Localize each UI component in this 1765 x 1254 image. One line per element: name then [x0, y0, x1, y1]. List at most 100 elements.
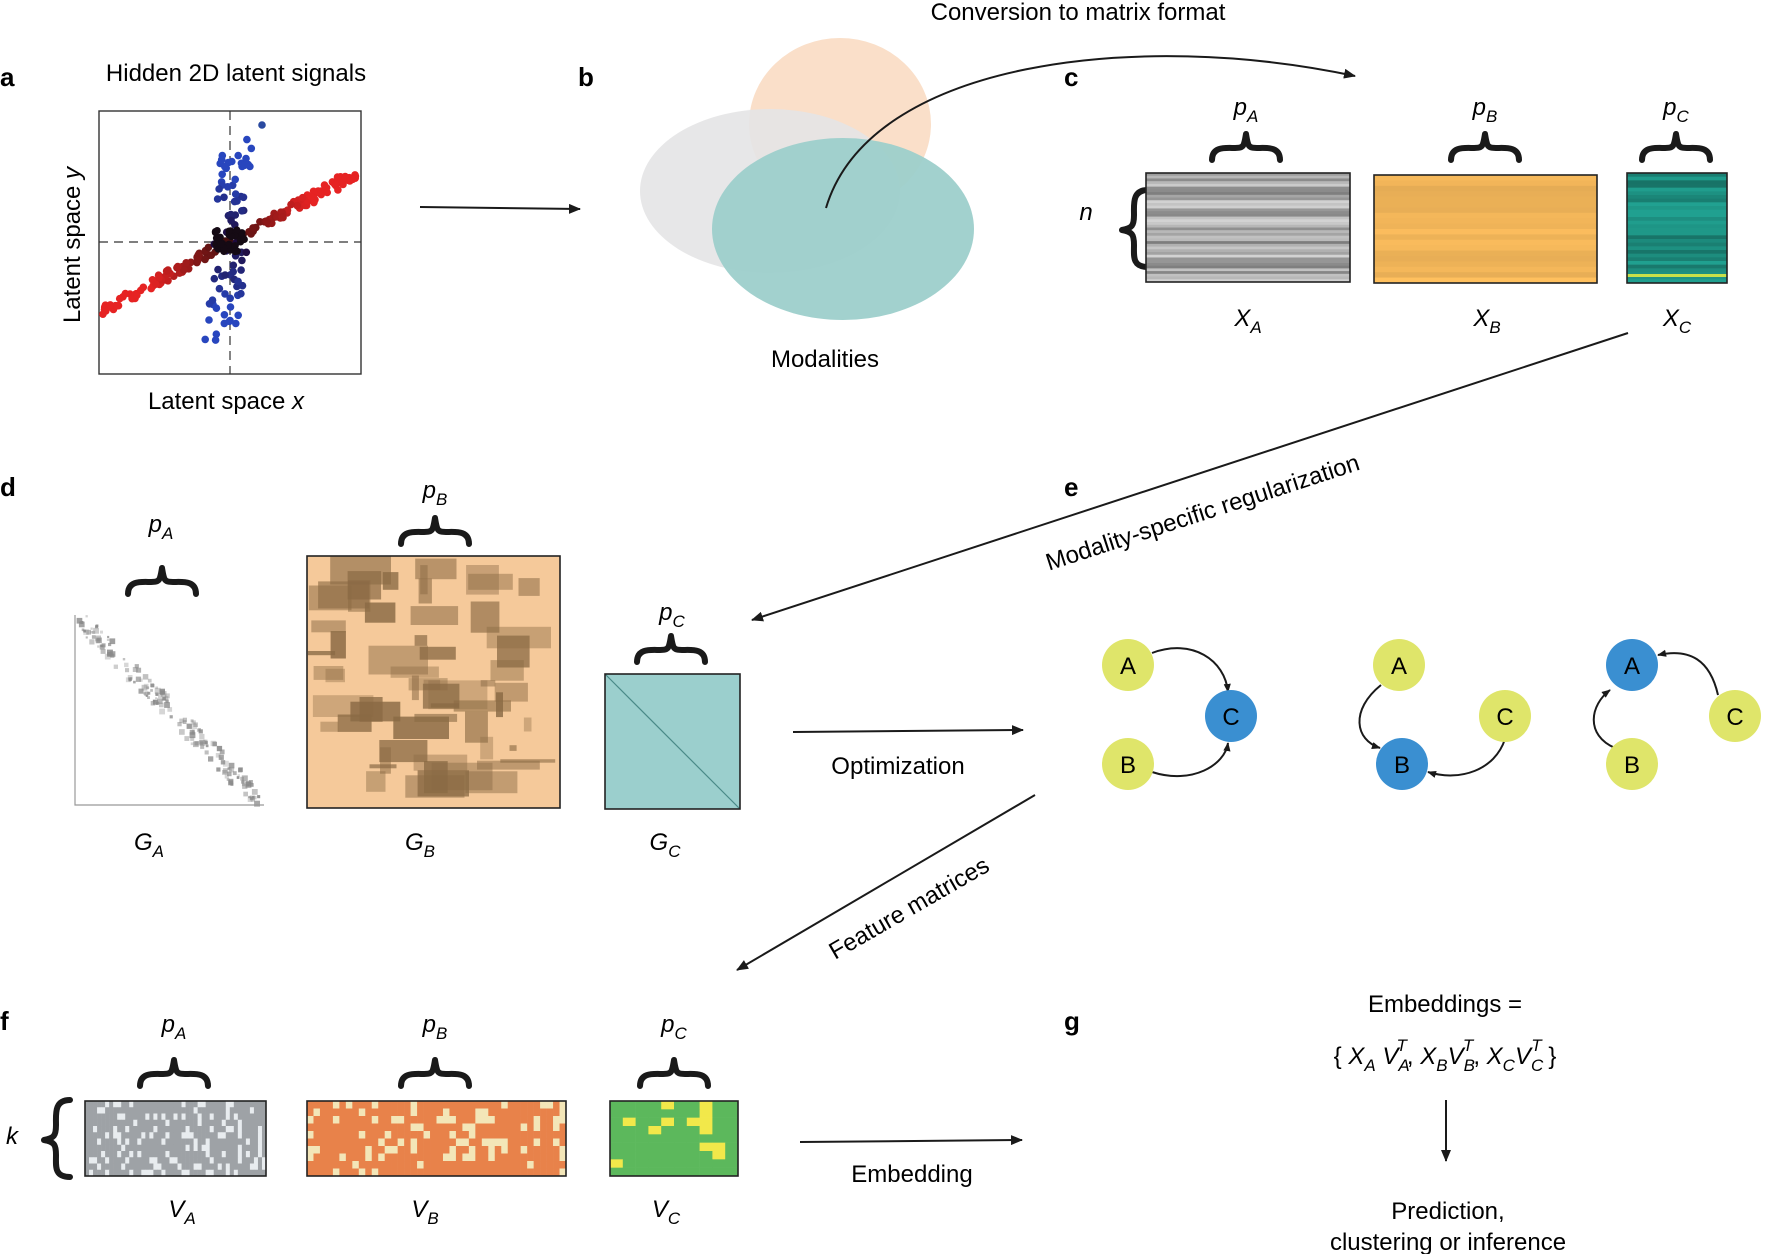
matrix-VB-cell — [352, 1123, 360, 1132]
matrix-VA-cell — [245, 1157, 251, 1164]
matrix-VB-cell — [345, 1161, 353, 1169]
matrix-GA-cell — [150, 701, 156, 706]
matrix-GA-cell — [90, 630, 93, 634]
col-brace-VC — [637, 1057, 711, 1089]
matrix-VB-cell — [494, 1116, 502, 1124]
matrix-VA-cell — [261, 1126, 267, 1133]
matrix-VA-cell — [85, 1138, 90, 1146]
matrix-VB-cell — [352, 1138, 360, 1147]
matrix-XA-row — [1146, 279, 1350, 283]
matrix-VB-cell — [520, 1168, 528, 1177]
matrix-GA-cell — [128, 677, 132, 681]
matrix-VC-cell — [725, 1134, 739, 1143]
matrix-VA-cell — [149, 1157, 154, 1164]
scatter-point-blue — [231, 190, 240, 198]
matrix-VA-cell — [109, 1113, 114, 1121]
matrix-VB-cell — [307, 1123, 314, 1132]
matrix-GA-cell — [125, 668, 130, 673]
matrix-VA-cell — [173, 1126, 178, 1133]
matrix-VA-cell — [137, 1169, 142, 1177]
matrix-VB-cell — [481, 1161, 489, 1169]
matrix-VA-cell — [161, 1138, 166, 1146]
matrix-GB-block — [418, 578, 432, 604]
scatter-point-red — [279, 213, 287, 222]
matrix-VA-cell — [141, 1107, 146, 1114]
matrix-VA-cell — [165, 1144, 170, 1152]
matrix-VB-cell — [559, 1138, 567, 1147]
matrix-VB-cell — [391, 1116, 398, 1124]
matrix-GA-cell — [236, 776, 240, 779]
matrix-VC-cell — [661, 1159, 675, 1168]
col-var-pA: pA — [1233, 94, 1259, 126]
matrix-VA-cell — [121, 1113, 126, 1121]
matrix-VB-cell — [352, 1116, 360, 1124]
matrix-GA-cell — [248, 795, 251, 799]
edge-A-to-B — [1358, 684, 1382, 749]
matrix-VB-cell — [319, 1153, 327, 1162]
matrix-VA-cell — [209, 1138, 215, 1146]
matrix-VA-cell — [113, 1113, 118, 1121]
matrix-label-VB: VB — [411, 1196, 438, 1228]
matrix-VB-cell — [481, 1146, 489, 1154]
matrix-GA-cell — [228, 780, 234, 786]
matrix-VA-cell — [181, 1138, 186, 1146]
scatter-point-red — [121, 289, 130, 298]
matrix-VB-cell — [410, 1101, 418, 1109]
matrix-VA-cell — [169, 1132, 174, 1139]
matrix-VB-cell — [391, 1131, 398, 1139]
matrix-VA-cell — [117, 1119, 122, 1127]
matrix-VA-cell — [133, 1107, 138, 1114]
matrix-VA-cell — [209, 1126, 215, 1133]
matrix-VA-cell — [197, 1113, 202, 1121]
matrix-VB-cell — [449, 1146, 457, 1154]
matrix-VA-cell — [125, 1163, 130, 1171]
matrix-VA-cell — [197, 1163, 202, 1171]
matrix-VB-cell — [404, 1123, 411, 1132]
matrix-VB-cell — [462, 1108, 470, 1117]
matrix-GA-cell — [155, 692, 159, 696]
matrix-VB-cell — [559, 1168, 567, 1177]
matrix-VB-cell — [339, 1123, 347, 1132]
matrix-VA-cell — [217, 1163, 223, 1171]
matrix-GB — [308, 556, 556, 798]
matrix-VB-cell — [307, 1168, 314, 1177]
matrix-VB-cell — [371, 1138, 379, 1147]
matrix-VA-cell — [205, 1157, 210, 1164]
matrix-GA-cell — [216, 767, 221, 772]
matrix-VC-cell — [712, 1126, 726, 1135]
col-brace-GC — [634, 633, 708, 665]
matrix-XB-row — [1374, 207, 1597, 214]
scatter-point-blue — [220, 319, 229, 328]
matrix-VA-cell — [105, 1101, 110, 1108]
matrix-VB-cell — [332, 1123, 340, 1132]
matrix-VA-cell — [105, 1113, 110, 1121]
scatter-point-blue — [226, 294, 234, 303]
matrix-VA-cell — [189, 1107, 194, 1114]
matrix-VB-cell — [559, 1131, 567, 1139]
scatter-point-blue — [234, 311, 242, 320]
matrix-XB-frame — [1373, 174, 1598, 284]
matrix-VA-cell — [205, 1107, 210, 1114]
matrix-VB-cell — [559, 1108, 567, 1117]
matrix-GB-block — [364, 602, 396, 623]
matrix-VA-cell — [85, 1132, 90, 1139]
matrix-GA-cell — [147, 691, 151, 695]
scatter-point-blue — [205, 316, 213, 324]
matrix-VB-cell — [527, 1153, 534, 1162]
matrix-VA-cell — [205, 1132, 210, 1139]
matrix-VA-cell — [185, 1107, 190, 1114]
matrix-VB-cell — [436, 1101, 444, 1109]
matrix-VC-cell — [635, 1134, 649, 1143]
matrix-VA-cell — [101, 1119, 106, 1127]
matrix-VA-cell — [201, 1126, 206, 1133]
matrix-VB-cell — [332, 1168, 340, 1177]
scatter-point-red — [249, 224, 257, 232]
matrix-VB-cell — [494, 1168, 502, 1177]
matrix-VC-cell — [674, 1126, 688, 1135]
matrix-VC-cell — [635, 1142, 649, 1152]
matrix-VA-cell — [237, 1119, 243, 1127]
matrix-VA-cell — [261, 1119, 267, 1127]
matrix-VB-cell — [442, 1101, 450, 1109]
matrix-VA-cell — [89, 1151, 94, 1158]
matrix-XA-row — [1146, 238, 1350, 242]
